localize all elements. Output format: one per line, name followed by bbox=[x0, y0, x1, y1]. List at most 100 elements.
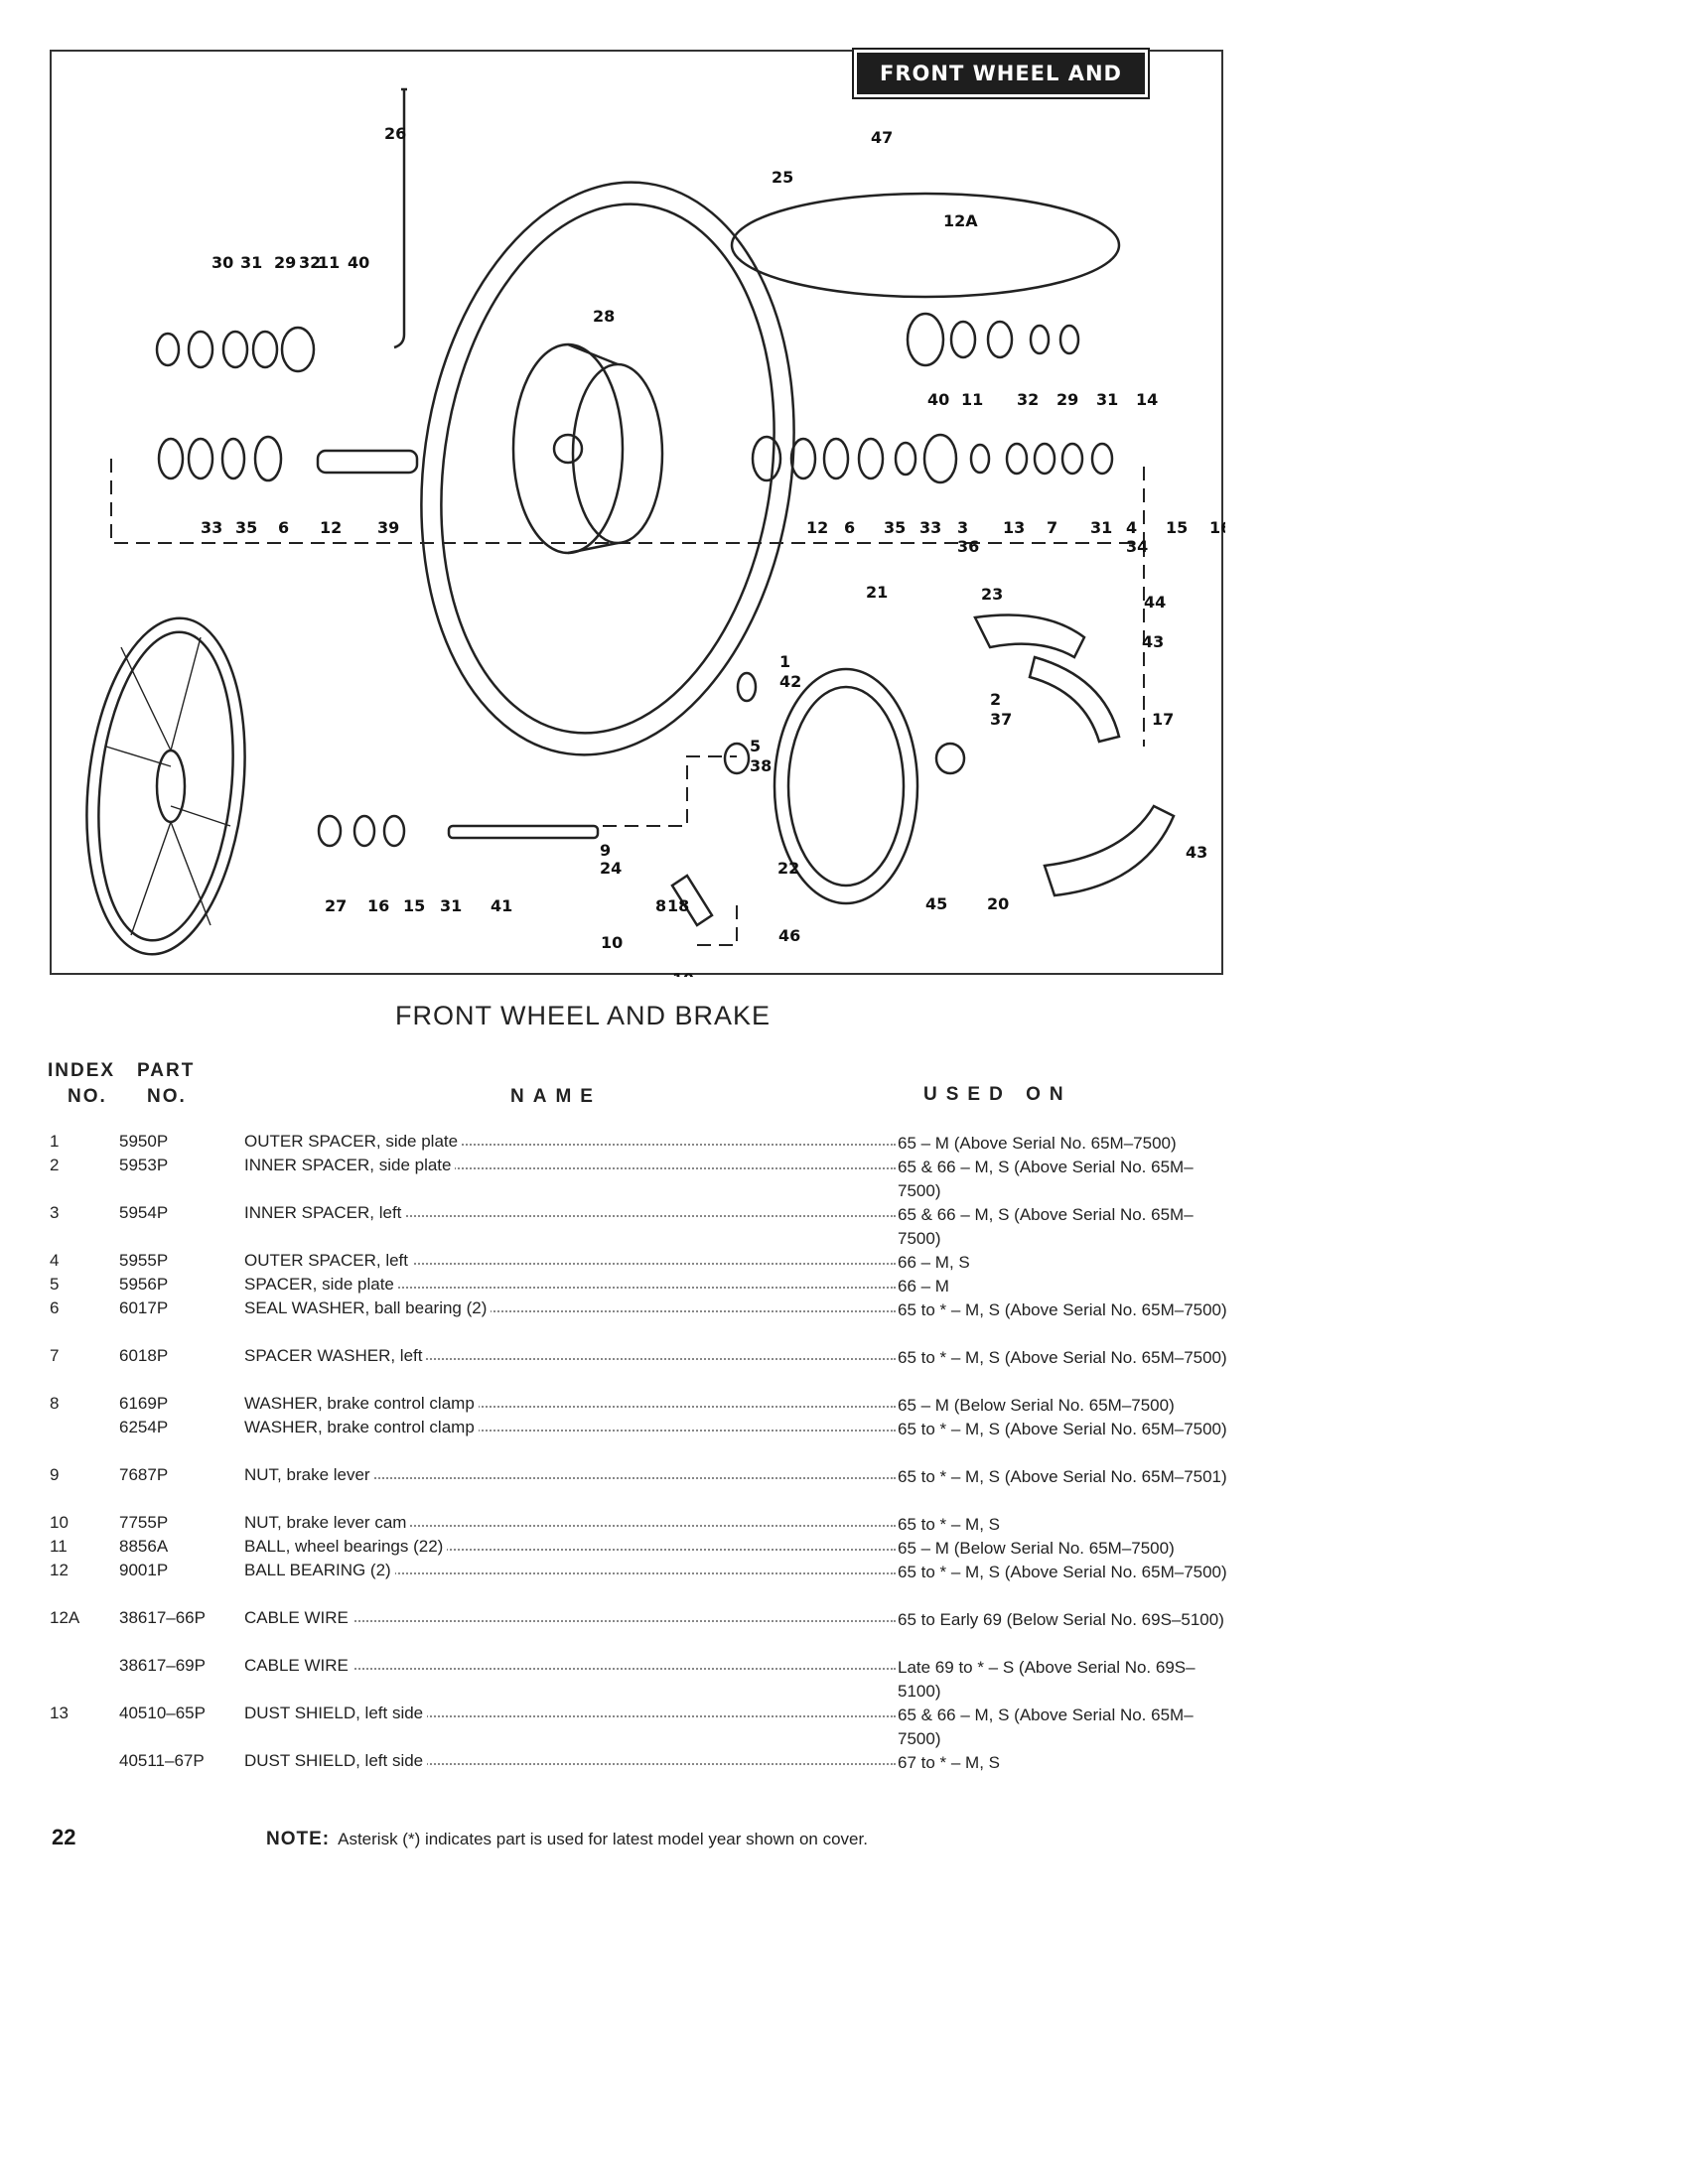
callout-number: 8 bbox=[655, 896, 666, 915]
part-name: SPACER WASHER, left bbox=[244, 1346, 427, 1365]
used-on: 65 & 66 – M, S (Above Serial No. 65M–750… bbox=[898, 1205, 1194, 1248]
callout-number: 9 bbox=[600, 841, 611, 860]
callout-number: 28 bbox=[593, 307, 615, 326]
part-name: BALL, wheel bearings (22) bbox=[244, 1537, 448, 1556]
footnote: NOTE:Asterisk (*) indicates part is used… bbox=[266, 1829, 868, 1850]
part-name: OUTER SPACER, left bbox=[244, 1251, 412, 1270]
index-number: 1 bbox=[50, 1132, 60, 1151]
index-number: 13 bbox=[50, 1704, 69, 1722]
index-number: 3 bbox=[50, 1203, 60, 1222]
callout-number: 31 bbox=[240, 253, 262, 272]
part-number: 6254P bbox=[119, 1418, 169, 1436]
callout-number: 16 bbox=[367, 896, 389, 915]
header-used-on: USED ON bbox=[923, 1084, 1072, 1105]
diagram-title-banner: FRONT WHEEL AND BRAKE bbox=[852, 48, 1150, 127]
part-name: OUTER SPACER, side plate bbox=[244, 1132, 463, 1151]
callout-number: 43 bbox=[1186, 843, 1207, 862]
part-number: 8856A bbox=[119, 1537, 169, 1556]
callout-number: 7 bbox=[1047, 518, 1057, 537]
part-name-cell: OUTER SPACER, left bbox=[244, 1251, 902, 1271]
used-on: 66 – M, S bbox=[898, 1253, 970, 1272]
header-index: INDEX bbox=[48, 1060, 116, 1081]
callout-number: 15 bbox=[1166, 518, 1188, 537]
callout-number: 26 bbox=[384, 124, 406, 143]
callout-number: 22 bbox=[777, 859, 799, 878]
callout-number: 39 bbox=[377, 518, 399, 537]
part-number: 40510–65P bbox=[119, 1704, 206, 1722]
part-number: 7755P bbox=[119, 1513, 169, 1532]
brake-cable bbox=[730, 192, 1121, 299]
callout-number: 14 bbox=[1136, 390, 1158, 409]
used-on: 65 to Early 69 (Below Serial No. 69S–510… bbox=[898, 1610, 1224, 1629]
part-name-cell: SEAL WASHER, ball bearing (2) bbox=[244, 1298, 902, 1318]
index-number: 11 bbox=[50, 1537, 68, 1556]
part-number: 5950P bbox=[119, 1132, 169, 1151]
callout-number: 29 bbox=[1056, 390, 1078, 409]
callout-number: 33 bbox=[919, 518, 941, 537]
part-name: SEAL WASHER, ball bearing (2) bbox=[244, 1298, 492, 1317]
callout-number: 11 bbox=[961, 390, 983, 409]
used-on: 65 to * – M, S (Above Serial No. 65M–750… bbox=[898, 1348, 1227, 1367]
part-name: INNER SPACER, side plate bbox=[244, 1156, 456, 1174]
header-index-no: NO. bbox=[68, 1086, 107, 1107]
bearing-stack-left bbox=[155, 326, 316, 482]
callout-number: 30 bbox=[211, 253, 233, 272]
section-title: FRONT WHEEL AND BRAKE bbox=[395, 1001, 772, 1030]
callout-number: 43 bbox=[1142, 632, 1164, 651]
part-name: DUST SHIELD, left side bbox=[244, 1704, 428, 1722]
callout-number: 29 bbox=[274, 253, 296, 272]
brake-side-plate bbox=[773, 667, 919, 905]
part-number: 40511–67P bbox=[119, 1751, 205, 1770]
part-number: 38617–66P bbox=[119, 1608, 206, 1627]
index-number: 12A bbox=[50, 1608, 80, 1627]
index-number: 4 bbox=[50, 1251, 60, 1270]
part-name-cell: WASHER, brake control clamp bbox=[244, 1394, 902, 1414]
callout-number: 3 bbox=[957, 518, 968, 537]
part-number: 6169P bbox=[119, 1394, 169, 1413]
part-name-cell: OUTER SPACER, side plate bbox=[244, 1132, 902, 1152]
callout-number: 40 bbox=[927, 390, 949, 409]
brake-lever bbox=[670, 874, 714, 927]
part-number: 38617–69P bbox=[119, 1656, 206, 1675]
index-number: 2 bbox=[50, 1156, 60, 1174]
used-on: 65 – M (Above Serial No. 65M–7500) bbox=[898, 1134, 1177, 1153]
callout-number: 6 bbox=[278, 518, 289, 537]
callout-number: 19 bbox=[672, 970, 694, 977]
part-name: DUST SHIELD, left side bbox=[244, 1751, 428, 1770]
spacer-tube bbox=[316, 449, 419, 475]
callout-number: 41 bbox=[491, 896, 512, 915]
part-number: 9001P bbox=[119, 1561, 169, 1579]
index-number: 5 bbox=[50, 1275, 60, 1294]
part-number: 6018P bbox=[119, 1346, 169, 1365]
callout-number: 37 bbox=[990, 710, 1012, 729]
part-name-cell: NUT, brake lever cam bbox=[244, 1513, 902, 1533]
callout-number: 38 bbox=[750, 756, 772, 775]
header-part: PART bbox=[137, 1060, 196, 1081]
hub-flange bbox=[571, 362, 664, 545]
part-name-cell: NUT, brake lever bbox=[244, 1465, 902, 1485]
callout-number: 12 bbox=[320, 518, 342, 537]
callout-number: 25 bbox=[772, 168, 793, 187]
callout-number: 33 bbox=[201, 518, 222, 537]
part-name-cell: WASHER, brake control clamp bbox=[244, 1418, 902, 1437]
used-on: 65 to * – M, S (Above Serial No. 65M–750… bbox=[898, 1467, 1227, 1486]
part-number: 7687P bbox=[119, 1465, 169, 1484]
used-on: Late 69 to * – S (Above Serial No. 69S–5… bbox=[898, 1658, 1196, 1701]
note-label: NOTE: bbox=[266, 1829, 331, 1849]
callout-number: 40 bbox=[348, 253, 369, 272]
callout-number: 36 bbox=[957, 537, 979, 556]
callout-number: 47 bbox=[871, 128, 893, 147]
part-name-cell: DUST SHIELD, left side bbox=[244, 1704, 902, 1723]
brake-shoe-upper bbox=[973, 614, 1086, 659]
callout-number: 1 bbox=[779, 652, 790, 671]
callout-number: 45 bbox=[925, 894, 947, 913]
callout-number: 24 bbox=[600, 859, 622, 878]
callout-number: 21 bbox=[866, 583, 888, 602]
part-name: SPACER, side plate bbox=[244, 1275, 398, 1294]
axle-nut-stack bbox=[317, 814, 406, 848]
wheel-hub bbox=[511, 342, 625, 555]
bearing-stack-right bbox=[751, 312, 1114, 484]
callout-number: 4 bbox=[1126, 518, 1137, 537]
